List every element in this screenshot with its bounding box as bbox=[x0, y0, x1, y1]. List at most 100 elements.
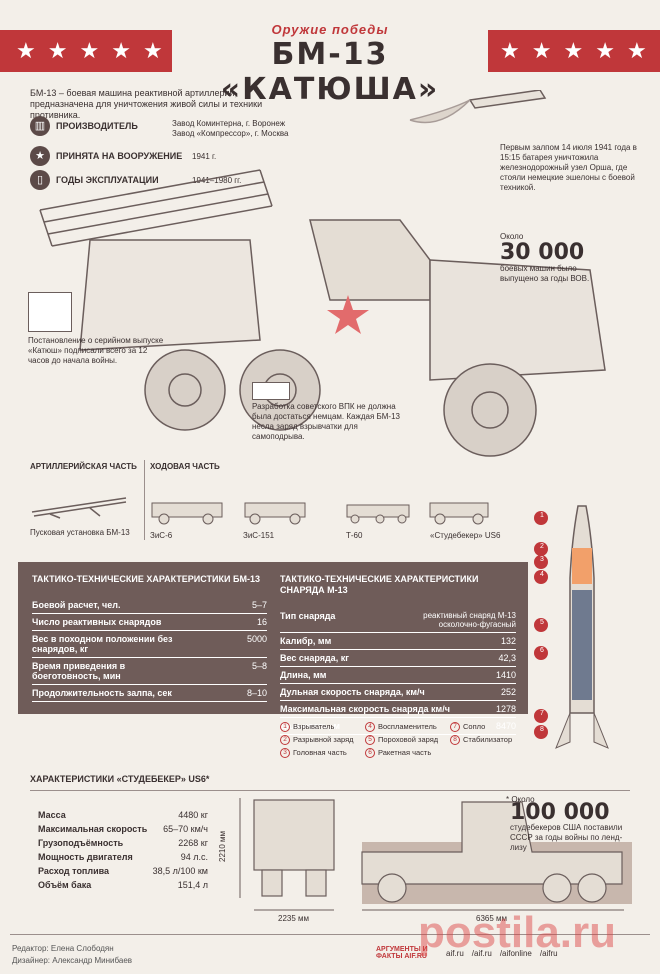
credit-editor: Редактор: Елена Слободян bbox=[12, 944, 114, 953]
star-icon: ★ bbox=[563, 38, 584, 63]
credit-designer: Дизайнер: Александр Минибаев bbox=[12, 956, 133, 965]
link-aifru[interactable]: /aifru bbox=[539, 949, 558, 958]
spec-label: Время приведения в боеготовность, мин bbox=[32, 661, 126, 681]
studebaker-specs: Масса 4480 кг Максимальная скорость 65–70 … bbox=[38, 808, 208, 892]
spec-value: 151,4 л bbox=[177, 880, 208, 890]
spec-label: Масса bbox=[38, 810, 66, 820]
star-icon: ★ bbox=[16, 38, 36, 63]
chassis-heading: ХОДОВАЯ ЧАСТЬ bbox=[150, 462, 220, 471]
callout-num: 8 bbox=[540, 726, 544, 733]
link-aifonline[interactable]: /aifonline bbox=[499, 949, 532, 958]
bm13-specs-title: ТАКТИКО-ТЕХНИЧЕСКИЕ ХАРАКТЕРИСТИКИ БМ-13 bbox=[32, 574, 260, 584]
red-star-emblem bbox=[327, 295, 369, 334]
fact-label: ГОДЫ ЭКСПЛУАТАЦИИ bbox=[56, 175, 159, 185]
spec-label: Длина, мм bbox=[280, 670, 327, 680]
bm13-specs: ТАКТИКО-ТЕХНИЧЕСКИЕ ХАРАКТЕРИСТИКИ БМ-13… bbox=[32, 574, 267, 702]
fact-label: ПРОИЗВОДИТЕЛЬ bbox=[56, 121, 138, 131]
intro-text: БМ-13 – боевая машина реактивной артилле… bbox=[30, 88, 263, 120]
star-icon: ★ bbox=[531, 38, 552, 63]
us6-side-view bbox=[361, 801, 623, 885]
spec-label: Максимальная скорость снаряда км/ч bbox=[280, 704, 450, 714]
star-icon: ★ bbox=[142, 38, 163, 63]
divider bbox=[10, 934, 650, 935]
chassis-label: «Студебекер» US6 bbox=[430, 531, 501, 540]
truck-hood bbox=[429, 259, 606, 381]
calendar-icon: ▯ bbox=[30, 170, 50, 190]
callout-num: 1 bbox=[540, 512, 544, 519]
page-title: БМ-13 «КАТЮША» bbox=[220, 37, 440, 107]
first-salvo-note: Первым залпом 14 июля 1941 года в 15:15 … bbox=[500, 143, 637, 192]
explosive-note: Разработка советского ВПК не должна была… bbox=[252, 402, 400, 441]
m13-rocket-diagram bbox=[534, 505, 609, 749]
fact-value: Завод Коминтерна, г. Воронеж bbox=[172, 119, 286, 128]
spec-label: Боевой расчет, чел. bbox=[32, 600, 121, 610]
launcher-icon bbox=[31, 497, 127, 519]
dim-height: 2210 мм bbox=[218, 830, 227, 862]
rocket-rails bbox=[39, 169, 273, 247]
social-links: aif.ru /aif.ru /aifonline /aifru bbox=[446, 949, 558, 958]
fact-years: ▯ ГОДЫ ЭКСПЛУАТАЦИИ 1941–1980 гг. bbox=[30, 170, 320, 194]
callout-num: 5 bbox=[540, 619, 544, 626]
fact-adopted: ★ ПРИНЯТА НА ВООРУЖЕНИЕ 1941 г. bbox=[30, 146, 320, 170]
fact-label: ПРИНЯТА НА ВООРУЖЕНИЕ bbox=[56, 151, 183, 161]
star-icon: ★ bbox=[111, 38, 131, 63]
spec-value: реактивный снаряд М-13 осколочно-фугасны… bbox=[423, 611, 516, 629]
studebaker-drawings bbox=[239, 798, 632, 911]
spec-value: 65–70 км/ч bbox=[163, 824, 208, 834]
divider bbox=[144, 460, 145, 540]
dim-length: 6365 мм bbox=[476, 914, 508, 923]
spec-value: 4480 кг bbox=[178, 810, 208, 820]
dim-width: 2235 мм bbox=[278, 914, 310, 923]
spec-label: Грузоподъёмность bbox=[38, 838, 124, 848]
fact-value: 1941 г. bbox=[192, 152, 217, 161]
star-icon: ★ bbox=[595, 38, 615, 63]
spec-value: 8470 bbox=[495, 721, 516, 731]
powder-charge bbox=[572, 590, 592, 700]
callout-num: 2 bbox=[540, 543, 544, 550]
spec-label: Мощность двигателя bbox=[38, 852, 133, 862]
spec-value: 16 bbox=[256, 617, 267, 627]
fact-value: Завод «Компрессор», г. Москва bbox=[172, 129, 289, 138]
produced-prefix: Около bbox=[500, 232, 524, 241]
spec-label: Максимальная скорость bbox=[38, 824, 148, 834]
fact-value: 1941–1980 гг. bbox=[192, 176, 242, 185]
stars-right: ★★★★★ bbox=[500, 30, 647, 72]
title-box: Оружие победы БМ-13 «КАТЮША» bbox=[172, 22, 488, 107]
bm13-truck-illustration bbox=[39, 90, 606, 457]
star-icon: ★ bbox=[47, 38, 68, 63]
spec-value: 5–7 bbox=[251, 600, 267, 610]
facts-list: ▥ ПРОИЗВОДИТЕЛЬ Завод Коминтерна, г. Вор… bbox=[30, 116, 320, 194]
page-subtitle: Оружие победы bbox=[271, 22, 389, 37]
explosive-icon bbox=[252, 382, 290, 400]
star-badge-icon: ★ bbox=[30, 146, 50, 166]
link-aif[interactable]: aif.ru bbox=[446, 949, 464, 958]
m13-specs-title: ТАКТИКО-ТЕХНИЧЕСКИЕ ХАРАКТЕРИСТИКИ СНАРЯ… bbox=[280, 574, 479, 595]
produced-text: боевых машин было выпущено за годы ВОВ. bbox=[500, 264, 590, 283]
m13-specs: ТАКТИКО-ТЕХНИЧЕСКИЕ ХАРАКТЕРИСТИКИ СНАРЯ… bbox=[280, 574, 516, 735]
spec-label: Дульная скорость снаряда, км/ч bbox=[280, 687, 425, 697]
lendlease-number: 100 000 bbox=[510, 800, 610, 825]
us6-front-view bbox=[253, 799, 335, 871]
spec-value: 38,5 л/100 км bbox=[152, 866, 208, 876]
link-vk[interactable]: /aif.ru bbox=[471, 949, 492, 958]
chassis-label: ЗиС-151 bbox=[243, 531, 275, 540]
star-icon: ★ bbox=[626, 38, 647, 63]
zis151-icon bbox=[244, 502, 306, 518]
spec-label: Тип снаряда bbox=[280, 611, 336, 621]
spec-label: Число реактивных снарядов bbox=[32, 617, 162, 627]
factory-icon: ▥ bbox=[30, 116, 50, 136]
studebaker-title: ХАРАКТЕРИСТИКИ «СТУДЕБЕКЕР» US6* bbox=[30, 774, 210, 784]
legend-label: Разрывной заряд bbox=[293, 735, 354, 744]
legend-label: Взрыватель bbox=[293, 722, 335, 731]
legend-label: Воспламенитель bbox=[378, 722, 437, 731]
brand-logo: АРГУМЕНТЫ И ФАКТЫ AIF.RU bbox=[376, 946, 428, 960]
spec-label: Расход топлива bbox=[38, 866, 110, 876]
spec-label: Объём бака bbox=[38, 880, 92, 890]
truck-cab bbox=[309, 219, 431, 301]
divider bbox=[30, 790, 630, 791]
us6-icon bbox=[429, 502, 489, 518]
zis6-icon bbox=[151, 502, 223, 518]
decree-note: Постановление о серийном выпуске «Катюш»… bbox=[28, 336, 164, 365]
fact-manufacturer: ▥ ПРОИЗВОДИТЕЛЬ Завод Коминтерна, г. Вор… bbox=[30, 116, 320, 146]
